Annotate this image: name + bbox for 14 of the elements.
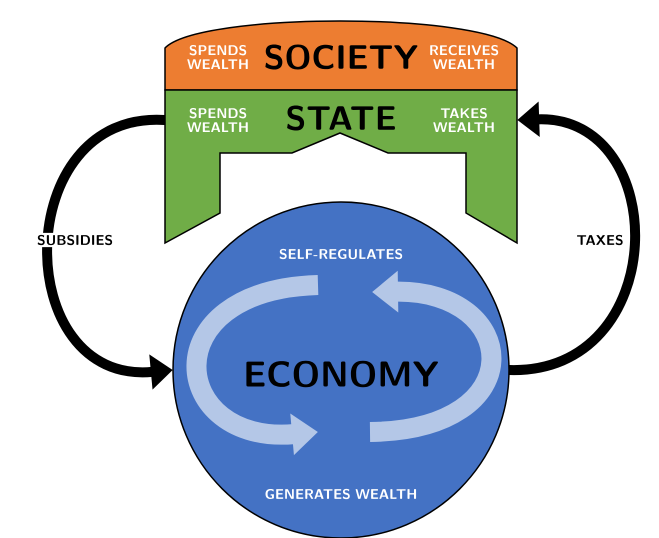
economy-circle	[172, 201, 510, 538]
title-text: ECONOMY	[246, 360, 438, 388]
state-band	[164, 89, 518, 244]
band-label: TAKES WEALTH	[433, 108, 494, 132]
society-band	[164, 20, 518, 91]
band-label: SPENDS WEALTH	[187, 45, 248, 69]
band-label: SELF-REGULATES	[280, 248, 402, 260]
title-text: STATE	[287, 105, 395, 131]
band-label: SPENDS WEALTH	[187, 108, 248, 132]
title-text: SOCIETY	[265, 44, 418, 70]
edge-label: SUBSIDIES	[35, 232, 115, 248]
band-label: RECEIVES WEALTH	[430, 45, 498, 69]
band-label: GENERATES WEALTH	[266, 488, 416, 500]
edge-label: TAXES	[574, 232, 626, 248]
